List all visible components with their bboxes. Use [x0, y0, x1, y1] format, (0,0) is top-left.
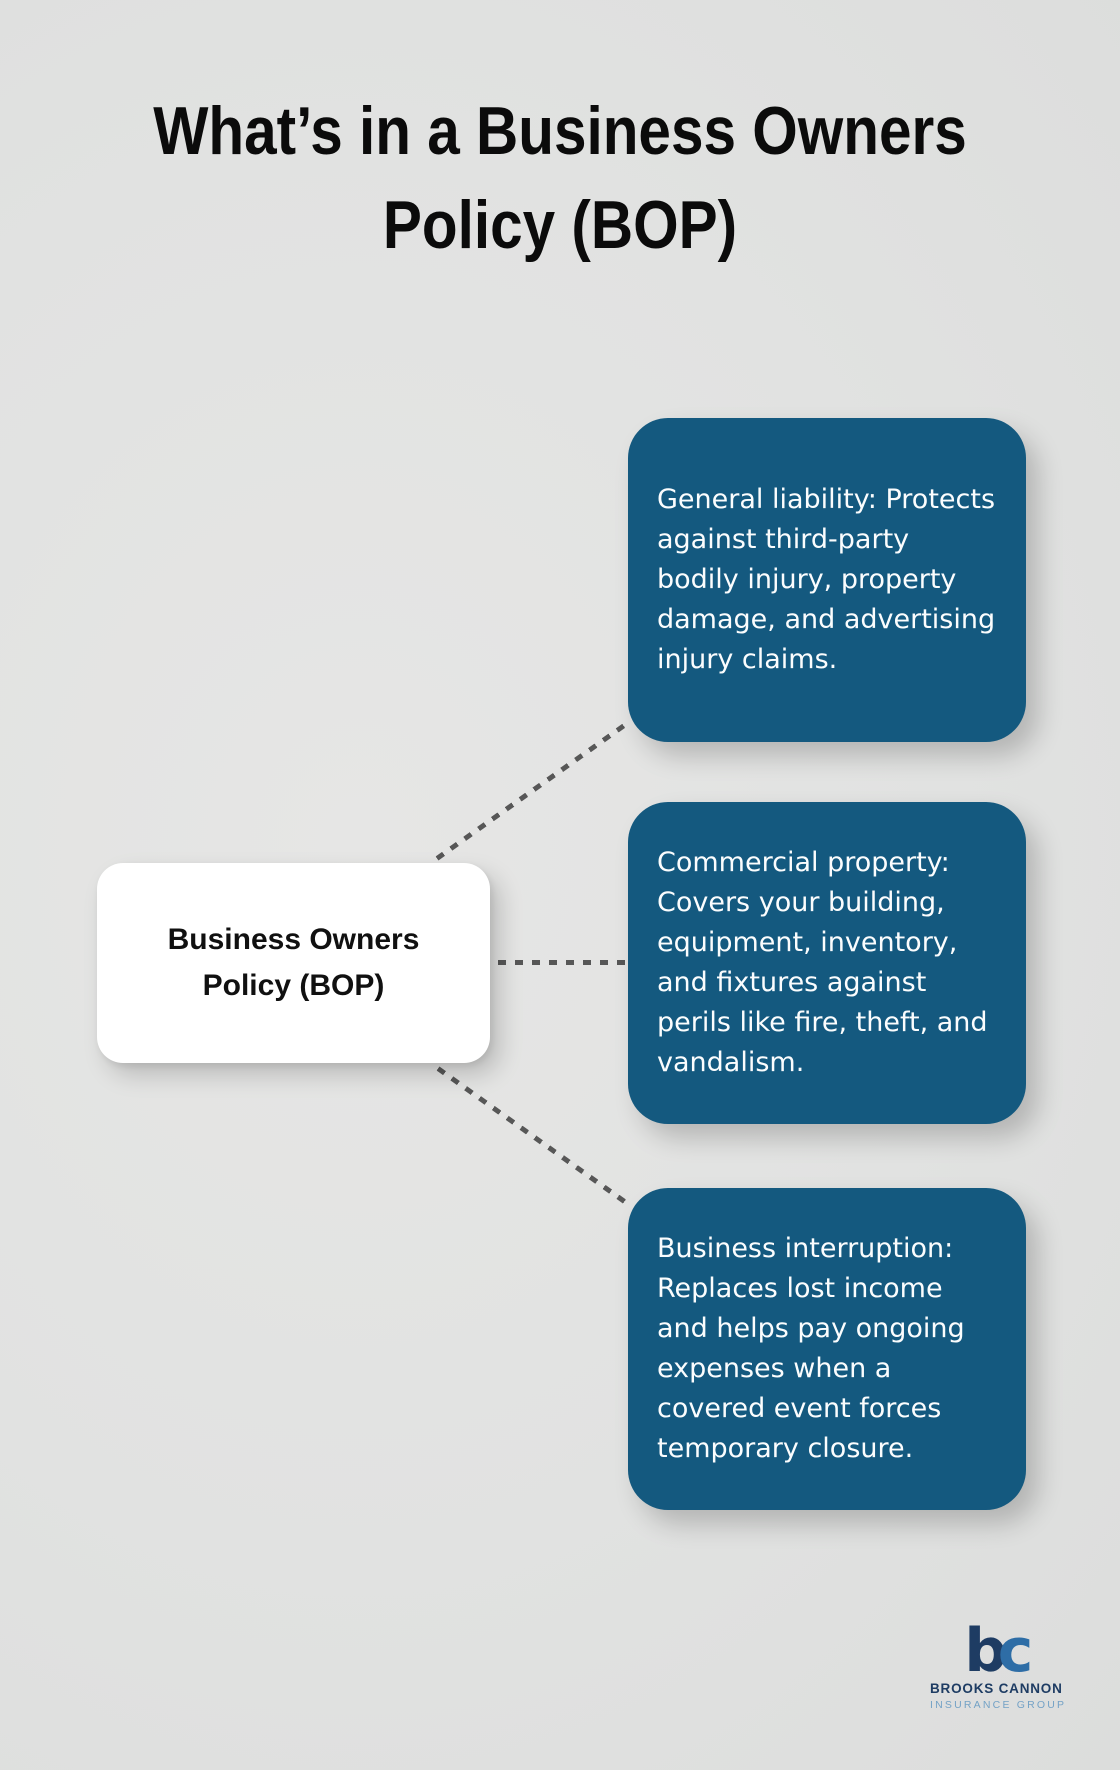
branch-description-business-interruption: Replaces lost income and helps pay ongoi…: [657, 1273, 965, 1464]
branch-label-general-liability: General liability:: [657, 484, 877, 515]
branch-description-commercial-property: Covers your building, equipment, invento…: [657, 887, 988, 1078]
brand-name: BROOKS CANNON: [930, 1681, 1063, 1696]
branch-label-business-interruption: Business interruption:: [657, 1233, 954, 1264]
connector-line-bottom: [436, 1066, 630, 1206]
branch-description-general-liability: Protects against third-party bodily inju…: [657, 484, 996, 675]
page-title-line2: Policy (BOP): [382, 187, 738, 263]
brand-logo: bc BROOKS CANNON INSURANCE GROUP: [930, 1621, 1067, 1711]
page-title: What’s in a Business Owners Policy (BOP): [78, 84, 1041, 272]
connector-line-middle: [498, 960, 628, 965]
root-node-card: Business Owners Policy (BOP): [97, 863, 490, 1063]
branch-card-general-liability: General liability: Protects against thir…: [628, 418, 1026, 742]
branch-label-commercial-property: Commercial property:: [657, 847, 950, 878]
branch-card-commercial-property: Commercial property: Covers your buildin…: [628, 802, 1026, 1124]
brand-monogram-icon: bc: [930, 1621, 1058, 1681]
page-title-line1: What’s in a Business Owners: [153, 93, 967, 169]
brand-tagline: INSURANCE GROUP: [930, 1699, 1067, 1711]
branch-card-business-interruption: Business interruption: Replaces lost inc…: [628, 1188, 1026, 1510]
root-node-label: Business Owners Policy (BOP): [167, 923, 420, 1002]
branch-text-commercial-property: Commercial property: Covers your buildin…: [657, 843, 997, 1083]
monogram-letter-c: c: [997, 1616, 1034, 1686]
monogram-letter-b: b: [964, 1616, 1007, 1686]
branch-text-business-interruption: Business interruption: Replaces lost inc…: [657, 1229, 997, 1469]
connector-line-top: [435, 720, 631, 861]
branch-text-general-liability: General liability: Protects against thir…: [657, 480, 997, 680]
